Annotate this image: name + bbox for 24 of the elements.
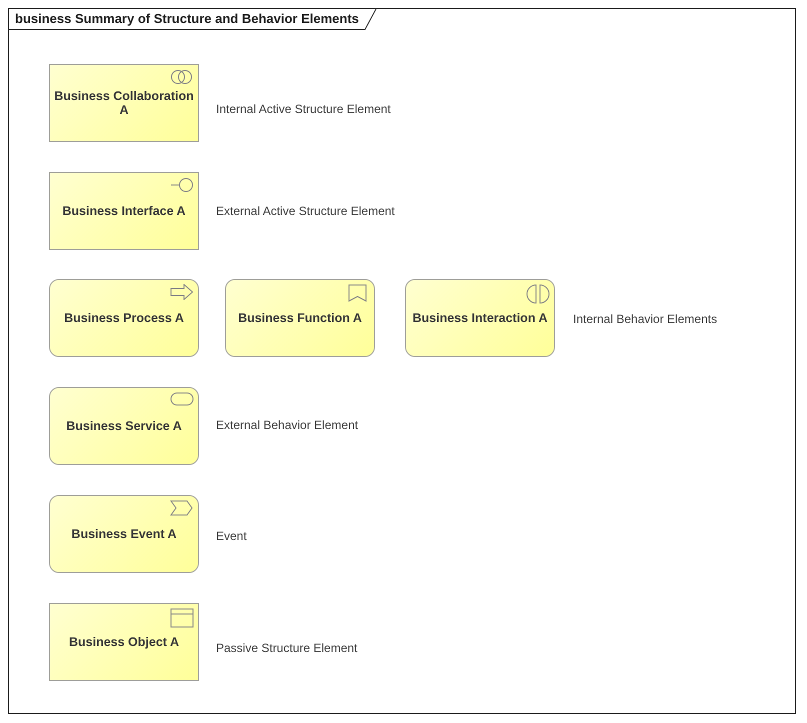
element-name: Business Object A [68,635,180,649]
element-name: Business Collaboration A [54,89,194,117]
element-name: Business Process A [63,311,185,325]
element-name: Business Service A [65,419,183,433]
structure-element-box [49,172,199,250]
behavior-element-box [49,495,199,573]
behavior-element-box [225,279,375,357]
category-note: External Active Structure Element [216,204,395,218]
structure-element-box [49,64,199,142]
element-name: Business Interaction A [412,311,548,325]
category-note: External Behavior Element [216,418,358,432]
diagram-frame [8,8,796,714]
category-note: Event [216,529,247,543]
category-note: Passive Structure Element [216,641,358,655]
frame-title: business Summary of Structure and Behavior Elements [14,10,360,28]
structure-element-box [49,603,199,681]
behavior-element-box [405,279,555,357]
element-name: Business Event A [70,527,178,541]
element-name: Business Function A [237,311,363,325]
behavior-element-box [49,387,199,465]
behavior-element-box [49,279,199,357]
element-name: Business Interface A [61,204,187,218]
category-note: Internal Behavior Elements [573,312,718,326]
category-note: Internal Active Structure Element [216,102,391,116]
